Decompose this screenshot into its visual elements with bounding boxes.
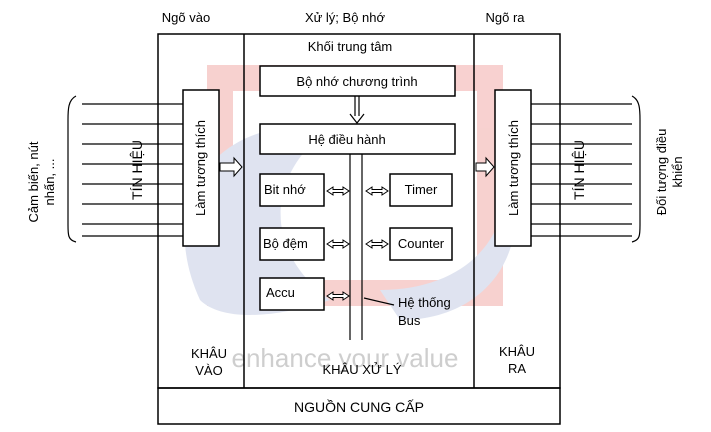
timer-label: Timer bbox=[405, 182, 438, 197]
bit-memory-box bbox=[259, 173, 325, 207]
output-adapter-label: Làm tương thích bbox=[506, 120, 521, 216]
buffer-box bbox=[259, 227, 325, 261]
arrow-buffer-bus bbox=[326, 239, 350, 249]
watermark-text: enhance your value bbox=[232, 343, 459, 373]
process-stage-label: KHÂU XỬ LÝ bbox=[322, 362, 401, 377]
os-label: Hệ điều hành bbox=[308, 132, 385, 147]
bus-leader-line bbox=[363, 297, 395, 306]
accu-label: Accu bbox=[266, 285, 295, 300]
input-devices-line1: Cảm biến, nút bbox=[26, 141, 41, 222]
central-block-title: Khối trung tâm bbox=[308, 39, 393, 54]
input-signal-lines bbox=[82, 103, 183, 237]
arrow-center-to-output bbox=[475, 156, 495, 178]
output-stage-line1: KHÂU bbox=[499, 344, 535, 359]
arrow-timer-bus bbox=[365, 186, 389, 196]
output-brace bbox=[631, 95, 641, 243]
input-adapter-label: Làm tương thích bbox=[193, 120, 208, 216]
system-bus bbox=[349, 154, 363, 340]
arrow-bit-memory-bus bbox=[326, 186, 350, 196]
program-memory-box bbox=[259, 65, 456, 97]
arrow-counter-bus bbox=[365, 239, 389, 249]
counter-box bbox=[389, 227, 453, 261]
input-brace bbox=[67, 95, 77, 243]
header-process: Xử lý; Bộ nhớ bbox=[305, 10, 386, 25]
header-input: Ngõ vào bbox=[162, 10, 210, 25]
power-supply-label: NGUỒN CUNG CẤP bbox=[294, 398, 424, 415]
bit-memory-label: Bit nhớ bbox=[264, 182, 306, 197]
counter-label: Counter bbox=[398, 236, 445, 251]
program-memory-label: Bộ nhớ chương trình bbox=[296, 74, 417, 89]
watermark-swoosh-2 bbox=[380, 160, 516, 320]
bus-label-line1: Hệ thống bbox=[398, 295, 451, 310]
input-signal-label: TÍN HIỆU bbox=[129, 140, 145, 200]
output-adapter-box bbox=[494, 89, 532, 247]
bus-label-line2: Bus bbox=[398, 313, 421, 328]
timer-box bbox=[389, 173, 453, 207]
arrow-memory-to-os bbox=[349, 96, 365, 124]
output-targets-line2: khiển bbox=[670, 156, 685, 187]
input-stage-line1: KHÂU bbox=[191, 346, 227, 361]
header-output: Ngõ ra bbox=[485, 10, 525, 25]
arrow-input-to-center bbox=[219, 156, 243, 178]
input-stage-line2: VÀO bbox=[195, 363, 222, 378]
output-stage-line2: RA bbox=[508, 361, 526, 376]
output-signal-lines bbox=[531, 103, 632, 237]
input-adapter-box bbox=[182, 89, 220, 247]
power-supply-box bbox=[157, 387, 561, 425]
watermark-swoosh bbox=[184, 126, 330, 315]
output-targets-line1: Đối tượng điều bbox=[654, 129, 669, 216]
os-box bbox=[259, 123, 456, 155]
input-devices-line2: nhấn, ... bbox=[42, 159, 57, 206]
output-signal-label: TÍN HIỆU bbox=[571, 140, 587, 200]
buffer-label: Bộ đệm bbox=[263, 236, 308, 251]
accu-box bbox=[259, 277, 325, 311]
